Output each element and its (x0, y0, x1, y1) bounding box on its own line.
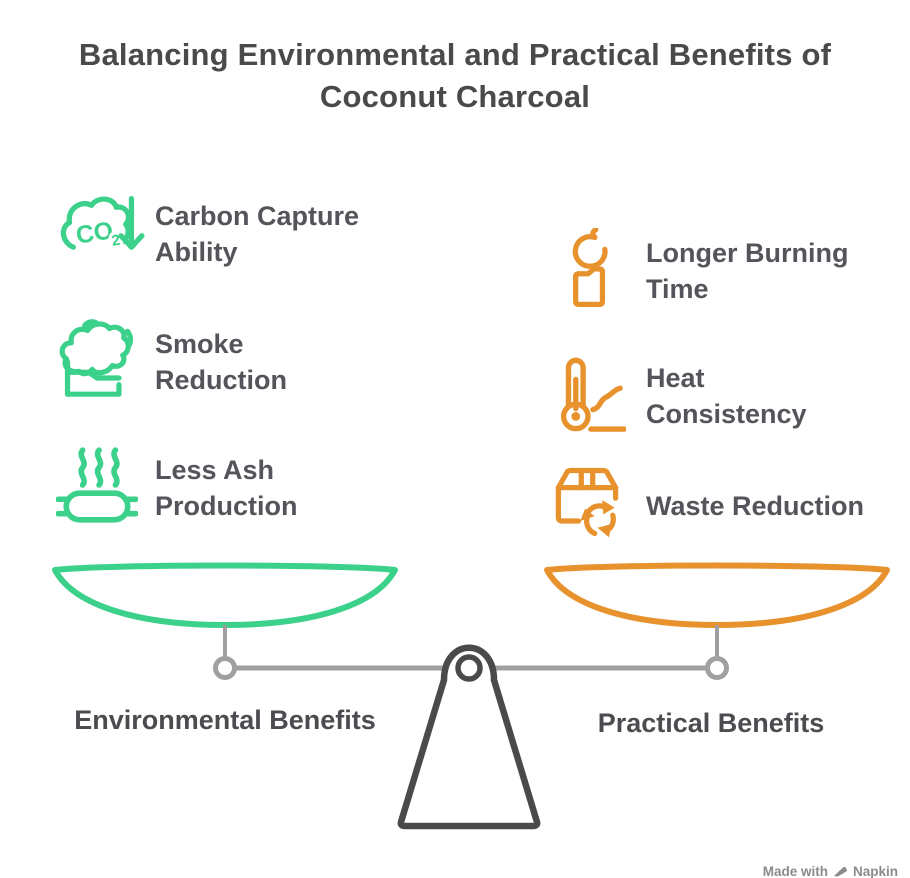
candle-flame-icon (568, 228, 612, 308)
benefit-label-smoke-reduction: Smoke Reduction (155, 329, 287, 395)
co2-label: CO (74, 217, 115, 249)
smoke-reduction-icon (58, 318, 138, 398)
side-label-environmental: Environmental Benefits (74, 705, 376, 735)
watermark-prefix: Made with (762, 864, 828, 878)
benefit-label-carbon-capture: Carbon Capture Ability (155, 201, 360, 267)
left-scale-pan (52, 562, 398, 628)
watermark: Made with Napkin (763, 864, 898, 878)
thermometer-icon (548, 354, 626, 434)
benefit-label-less-ash: Less Ash Production (155, 455, 298, 521)
fulcrum (397, 644, 541, 830)
benefit-label-longer-burning: Longer Burning Time (646, 238, 849, 304)
waste-recycle-icon (546, 460, 628, 542)
left-beam-ring (213, 656, 237, 680)
right-scale-pan (544, 562, 890, 628)
fulcrum-pivot-hole (455, 654, 483, 682)
watermark-brand: Napkin (852, 864, 898, 878)
less-ash-icon (56, 444, 138, 528)
side-label-practical: Practical Benefits (597, 708, 825, 738)
page-title: Balancing Environmental and Practical Be… (78, 37, 832, 114)
right-beam-ring (705, 656, 729, 680)
co2-capture-icon: CO 2 (57, 192, 145, 270)
benefit-label-waste-reduction: Waste Reduction (646, 491, 865, 521)
balance-scale (52, 562, 890, 830)
napkin-logo-icon (833, 866, 847, 877)
benefit-label-heat-consistency: Heat Consistency (646, 363, 807, 429)
